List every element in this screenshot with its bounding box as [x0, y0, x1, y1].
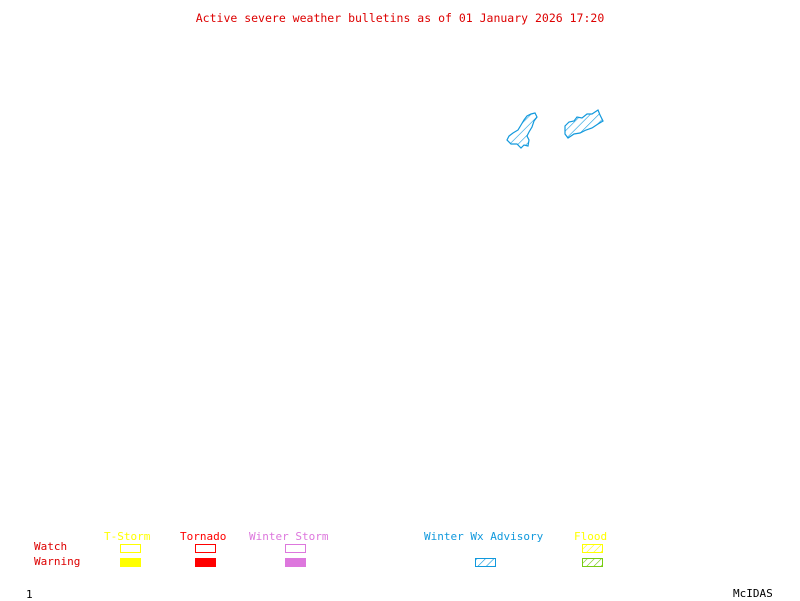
advisory-area-west[interactable] [506, 112, 538, 149]
legend-row-label-watch: Watch [34, 540, 68, 553]
legend-header-winter-wx-advisory: Winter Wx Advisory [424, 530, 544, 543]
legend-header-winter-storm: Winter Storm [249, 530, 329, 543]
legend-row-label-warning: Warning [34, 555, 81, 568]
tornado-watch-swatch [195, 544, 216, 553]
bulletin-title: Active severe weather bulletins as of 01… [195, 11, 605, 25]
advisory-area-east[interactable] [564, 109, 604, 139]
frame-number: 1 [26, 588, 33, 601]
legend-header-tstorm: T-Storm [104, 530, 151, 543]
winter-storm-watch-swatch [285, 544, 306, 553]
legend-header-flood: Flood [574, 530, 608, 543]
tstorm-warning-swatch [120, 558, 141, 567]
legend-header-tornado: Tornado [180, 530, 227, 543]
mcidas-brand: McIDAS [733, 587, 773, 600]
tstorm-watch-swatch [120, 544, 141, 553]
tornado-warning-swatch [195, 558, 216, 567]
winter-storm-warning-swatch [285, 558, 306, 567]
